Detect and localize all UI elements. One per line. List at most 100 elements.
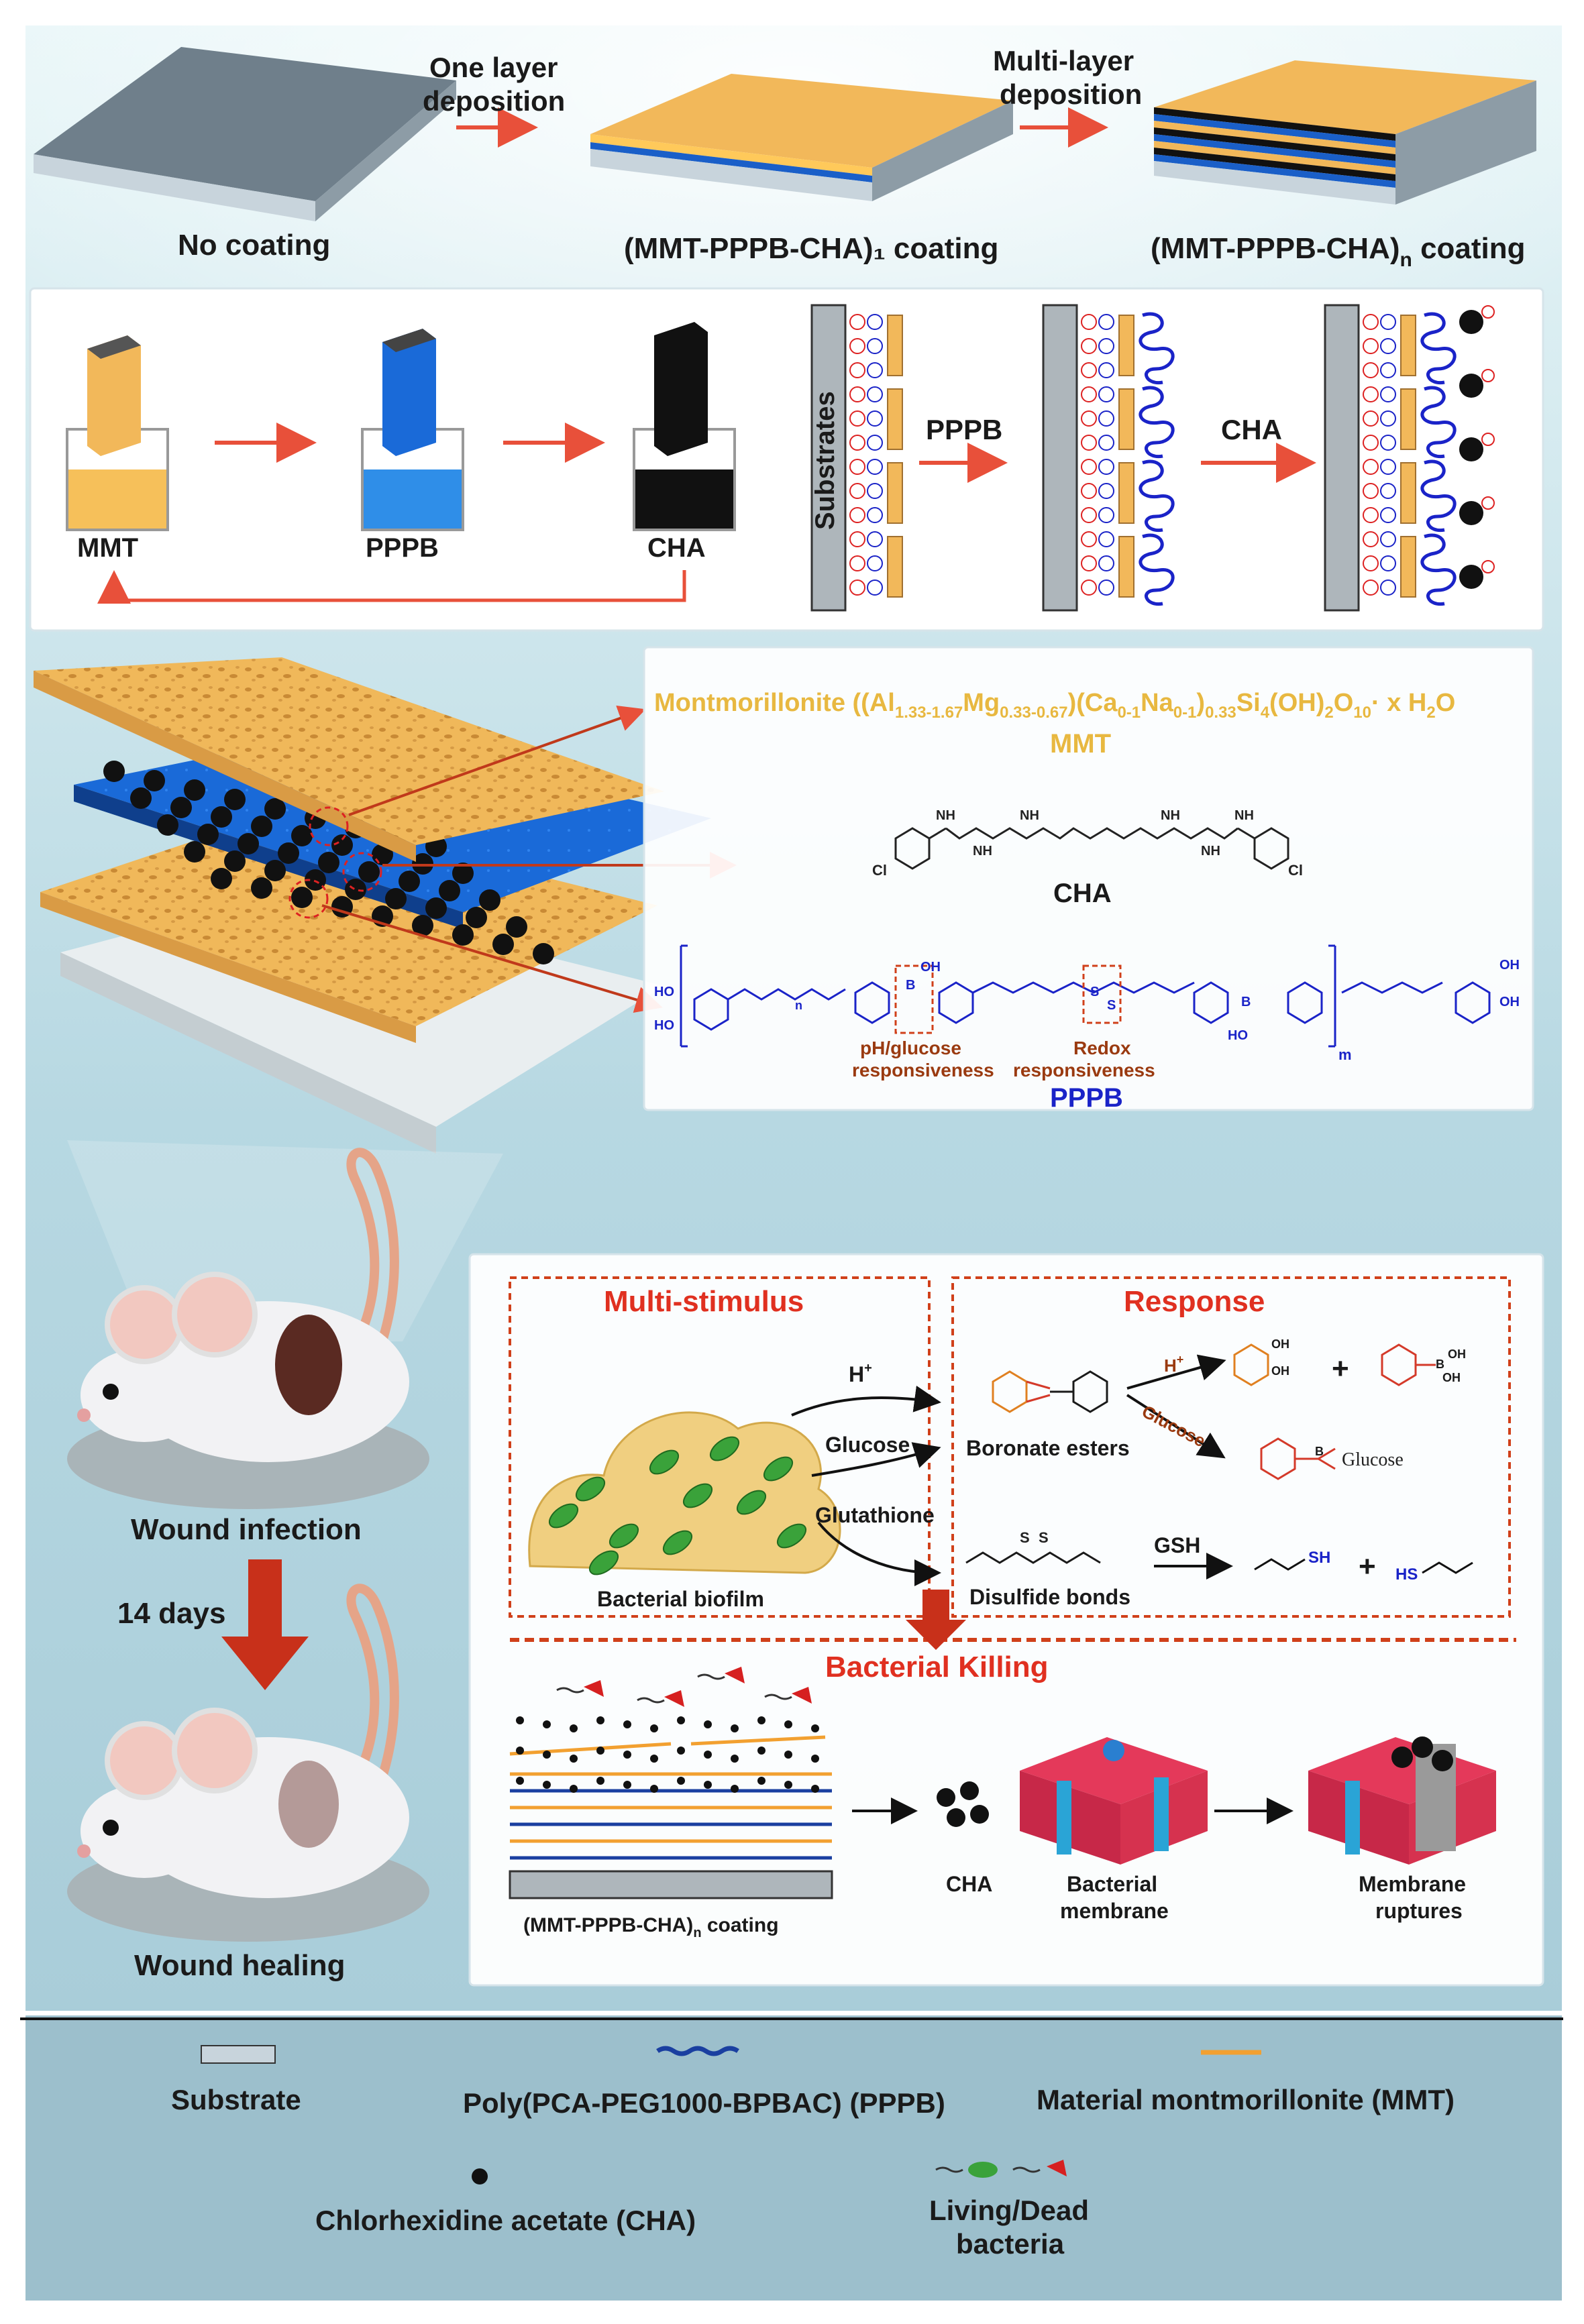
negative-charge — [1380, 579, 1396, 596]
cha-dot — [596, 1716, 604, 1724]
cha-dot — [784, 1720, 792, 1728]
cha-particle — [224, 850, 246, 872]
pppb-b-2: B — [1241, 995, 1251, 1009]
positive-charge — [849, 362, 865, 378]
cha-particle — [345, 879, 366, 900]
cha-particle — [211, 868, 232, 889]
positive-charge — [1081, 459, 1097, 475]
legend-bacteria-2: bacteria — [956, 2228, 1065, 2260]
positive-charge — [849, 435, 865, 451]
positive-charge — [849, 483, 865, 499]
living-bacterium — [763, 1456, 794, 1482]
rupture-label-1: Membrane — [1359, 1872, 1466, 1896]
positive-charge — [849, 459, 865, 475]
cha-particle — [251, 877, 272, 899]
dead-bacterium-tail — [697, 1673, 725, 1680]
living-bacterium — [649, 1449, 680, 1475]
biofilm-label: Bacterial biofilm — [597, 1587, 764, 1611]
negative-charge — [1380, 507, 1396, 523]
living-bacterium — [609, 1523, 639, 1549]
mouse-infected — [67, 1148, 429, 1509]
arrow-label-one-layer-2: deposition — [423, 85, 565, 117]
pppb-coil — [1139, 459, 1175, 533]
cha-particle — [170, 797, 192, 818]
cha-particle — [291, 887, 313, 908]
arrow-cycle-back — [97, 570, 686, 604]
dead-bacterium — [584, 1680, 604, 1697]
negative-charge — [1380, 410, 1396, 427]
mmt-plate — [1118, 462, 1134, 524]
multi-stimulus-box — [509, 1276, 931, 1618]
disulfide-s-1: S — [1020, 1529, 1030, 1546]
legend-mmt: Material montmorillonite (MMT) — [1037, 2084, 1455, 2115]
pppb-coil — [1420, 459, 1457, 533]
living-bacterium — [548, 1503, 579, 1529]
mmt-plate — [887, 462, 903, 524]
mmt-plate — [1118, 536, 1134, 598]
pointer-pppb — [321, 904, 663, 1013]
killing-title: Bacterial Killing — [825, 1651, 1049, 1683]
mmt-plate — [1400, 388, 1416, 450]
cha-particle — [533, 943, 554, 964]
negative-charge — [1098, 507, 1114, 523]
cha-dot — [650, 1755, 658, 1763]
cha-dot — [677, 1716, 685, 1724]
cha-dot — [811, 1755, 819, 1763]
beaker-label-cha: CHA — [647, 533, 706, 563]
positive-charge — [1363, 459, 1379, 475]
negative-charge — [867, 338, 883, 354]
dead-bacterium — [725, 1667, 745, 1683]
negative-charge — [867, 410, 883, 427]
cha-particle — [399, 871, 420, 892]
cha-dot — [704, 1720, 712, 1728]
negative-charge — [867, 435, 883, 451]
glucose-ester-b: B — [1315, 1445, 1324, 1458]
response-h-plus: H+ — [1164, 1353, 1183, 1376]
charge-column-2 — [1081, 312, 1175, 606]
pppb-oh-1: OH — [920, 960, 941, 975]
cha-particle — [211, 806, 232, 828]
redox-label-1: Redox — [1073, 1038, 1131, 1058]
cha-particle — [466, 907, 487, 928]
positive-charge — [1081, 386, 1097, 402]
response-plus-2: + — [1359, 1550, 1376, 1583]
negative-charge — [1380, 531, 1396, 547]
negative-charge — [1098, 362, 1114, 378]
redox-label-2: responsiveness — [1013, 1060, 1155, 1081]
positive-charge — [1363, 338, 1379, 354]
arrow-glutathione — [817, 1521, 941, 1586]
cha-particle — [264, 798, 286, 820]
thiol-sh: SH — [1308, 1549, 1330, 1567]
pointer-mmt — [348, 705, 646, 816]
negative-charge — [1098, 435, 1114, 451]
negative-charge — [1380, 386, 1396, 402]
cha-particle — [237, 833, 259, 854]
positive-charge — [1081, 483, 1097, 499]
pppb-b-1: B — [906, 978, 915, 993]
positive-charge — [1363, 362, 1379, 378]
cha-nh-6: NH — [1234, 808, 1254, 823]
negative-charge — [1380, 435, 1396, 451]
arrow-14-days — [221, 1559, 309, 1690]
glucose-ester-structure — [1260, 1437, 1336, 1480]
cha-particle — [305, 869, 326, 891]
positive-charge — [849, 531, 865, 547]
negative-charge — [1098, 314, 1114, 330]
cha-particle — [224, 789, 246, 810]
beaker-label-mmt: MMT — [77, 533, 138, 563]
pppb-oh-2: OH — [1499, 958, 1520, 973]
cha-dot — [516, 1777, 524, 1785]
positive-charge — [849, 579, 865, 596]
boronic-oh-2: OH — [1442, 1371, 1461, 1384]
mmt-plate — [1400, 536, 1416, 598]
cha-particle — [492, 934, 514, 955]
legend-bacteria-swatch — [935, 2160, 1067, 2178]
positive-charge — [1363, 314, 1379, 330]
cha-dot — [543, 1751, 551, 1759]
schematic-substrate-3 — [1324, 304, 1360, 612]
negative-charge — [1098, 338, 1114, 354]
positive-charge — [1081, 410, 1097, 427]
wound-infection-label: Wound infection — [131, 1513, 362, 1546]
released-cha — [516, 1716, 819, 1793]
beaker-mmt — [66, 335, 169, 531]
